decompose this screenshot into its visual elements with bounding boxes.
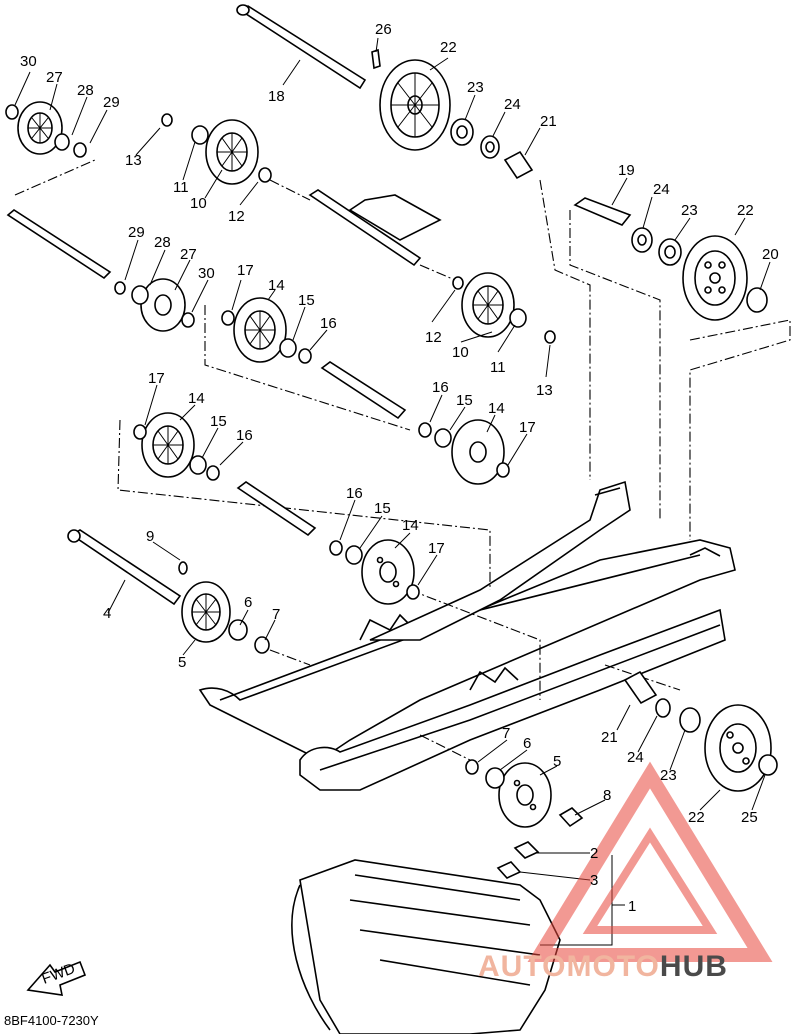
wheel-5-right	[498, 762, 552, 828]
wheel-5-left	[181, 581, 231, 643]
fwd-arrow-icon: FWD	[26, 960, 87, 996]
callout-14: 14	[488, 400, 505, 417]
callout-25: 25	[741, 809, 758, 826]
small-parts	[5, 48, 778, 879]
callout-5: 5	[178, 654, 186, 671]
axle-left-upper	[6, 209, 112, 280]
wheel-27-lower	[140, 278, 186, 332]
front-slide-rail	[299, 608, 726, 791]
leader-lines	[14, 37, 771, 946]
callout-14: 14	[402, 517, 419, 534]
callout-24: 24	[627, 749, 644, 766]
callout-16: 16	[432, 379, 449, 396]
assembly-lines	[14, 159, 791, 761]
shaft-lower	[236, 481, 317, 537]
wheel-10-upper	[205, 119, 259, 185]
wheel-10-lower	[461, 272, 515, 338]
callout-11: 11	[173, 179, 189, 196]
callout-10: 10	[190, 195, 207, 212]
callout-15: 15	[210, 413, 227, 430]
watermark-logo-icon	[527, 761, 773, 962]
wheel-14-b	[141, 412, 195, 478]
callout-12: 12	[228, 208, 245, 225]
callout-8: 8	[603, 787, 611, 804]
callout-17: 17	[519, 419, 536, 436]
track-assembly	[291, 859, 561, 1034]
callout-1: 1	[628, 898, 636, 915]
callout-28: 28	[77, 82, 94, 99]
callout-21: 21	[601, 729, 618, 746]
callout-13: 13	[125, 152, 142, 169]
callout-27: 27	[46, 69, 63, 86]
callout-30: 30	[198, 265, 215, 282]
callout-18: 18	[268, 88, 285, 105]
callout-22: 22	[737, 202, 754, 219]
callout-24: 24	[504, 96, 521, 113]
callout-11: 11	[490, 359, 506, 376]
callout-19: 19	[618, 162, 635, 179]
callout-10: 10	[452, 344, 469, 361]
callout-14: 14	[188, 390, 205, 407]
callout-16: 16	[236, 427, 253, 444]
callout-3: 3	[590, 872, 598, 889]
callout-23: 23	[660, 767, 677, 784]
callout-17: 17	[148, 370, 165, 387]
callout-16: 16	[346, 485, 363, 502]
callout-23: 23	[681, 202, 698, 219]
watermark-brand-left: AUTOMOTO	[478, 950, 660, 983]
callout-2: 2	[590, 845, 598, 862]
wheel-14-d	[361, 539, 415, 605]
callout-21: 21	[540, 113, 557, 130]
callout-13: 13	[536, 382, 553, 399]
callout-23: 23	[467, 79, 484, 96]
callout-20: 20	[762, 246, 779, 263]
watermark-text: AUTOMOTOHUB	[478, 950, 728, 984]
callout-7: 7	[502, 725, 510, 742]
callout-5: 5	[553, 753, 561, 770]
upper-rail	[369, 480, 631, 641]
axle-18	[236, 4, 367, 90]
bolt-4	[67, 529, 182, 606]
cross-shaft-upper	[308, 189, 442, 267]
callout-27: 27	[180, 246, 197, 263]
callout-7: 7	[272, 606, 280, 623]
callout-15: 15	[298, 292, 315, 309]
callout-29: 29	[103, 94, 120, 111]
callout-4: 4	[103, 605, 111, 622]
callout-15: 15	[456, 392, 473, 409]
callout-6: 6	[244, 594, 252, 611]
callout-6: 6	[523, 735, 531, 752]
callout-9: 9	[146, 528, 154, 545]
callout-30: 30	[20, 53, 37, 70]
callout-26: 26	[375, 21, 392, 38]
watermark-brand-right: HUB	[659, 950, 728, 983]
callout-15: 15	[374, 500, 391, 517]
callout-28: 28	[154, 234, 171, 251]
callout-14: 14	[268, 277, 285, 294]
wheel-14-c	[451, 419, 505, 485]
callout-24: 24	[653, 181, 670, 198]
callout-labels: 1 2 3 4 5 5 6 6 7 7 8 9 10 10 11 11 12 1…	[20, 21, 779, 915]
callout-22: 22	[440, 39, 457, 56]
callout-22: 22	[688, 809, 705, 826]
callout-12: 12	[425, 329, 442, 346]
wheel-14-a	[233, 297, 287, 363]
callout-29: 29	[128, 224, 145, 241]
callout-17: 17	[428, 540, 445, 557]
wheel-22-bottom	[704, 704, 772, 792]
shaft-mid	[320, 361, 407, 420]
wheel-27-upper	[17, 101, 63, 155]
wheel-22-top	[379, 59, 451, 151]
callout-16: 16	[320, 315, 337, 332]
wheel-22-right	[682, 235, 748, 321]
drawing-number: 8BF4100-7230Y	[4, 1013, 99, 1028]
callout-17: 17	[237, 262, 254, 279]
